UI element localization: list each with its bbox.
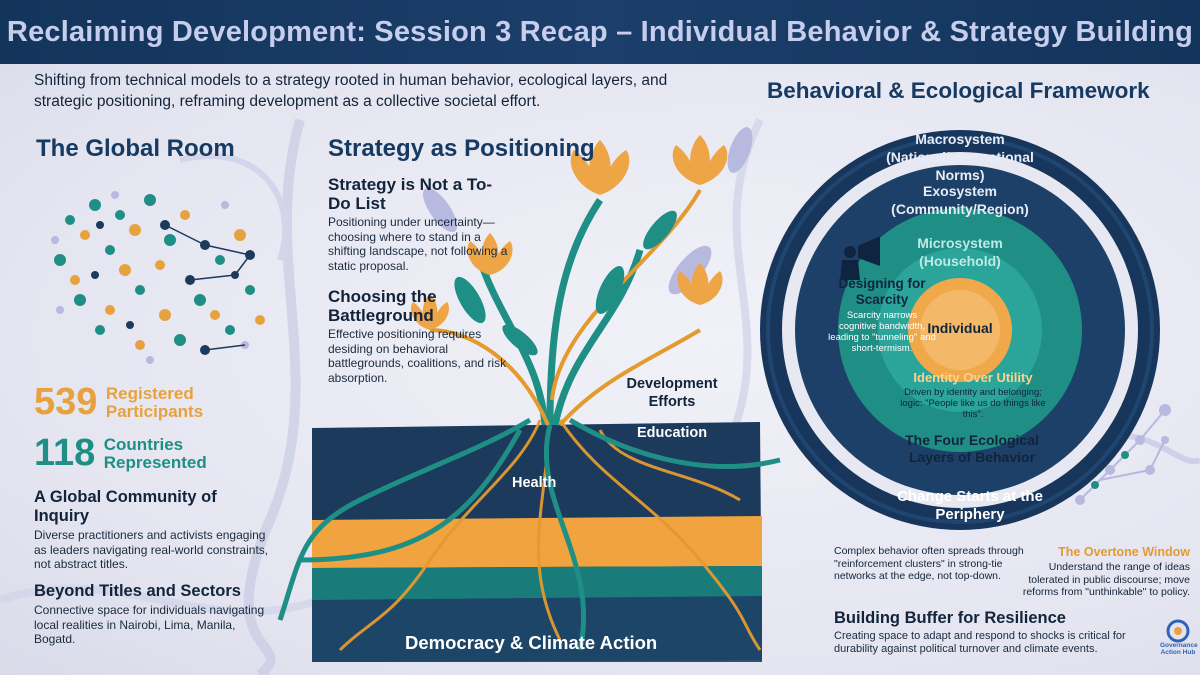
block-title: Designing for Scarcity [838,276,926,307]
stat-participants: 539 Registered Participants [34,381,236,424]
identity-block: Identity Over Utility Driven by identity… [898,370,1048,420]
stat-value: 539 [34,381,98,423]
buffer-block: Building Buffer for Resilience Creating … [834,609,1164,656]
block-body: Diverse practitioners and activists enga… [34,528,269,571]
macrosystem-label: Macrosystem (National/International Norm… [886,131,1034,183]
complex-behavior-text: Complex behavior often spreads through "… [834,545,1024,582]
block-body: Creating space to adapt and respond to s… [834,630,1126,655]
four-layers-label: The Four Ecological Layers of Behavior [905,432,1039,465]
hub-logo: Governance Action Hub [1160,620,1198,656]
logo-text: Governance Action Hub [1160,642,1198,656]
title-banner: Reclaiming Development: Session 3 Recap … [0,0,1200,64]
block-body: Understand the range of ideas tolerated … [1022,561,1190,598]
block-title: Choosing the Battleground [328,287,437,325]
block-title: Identity Over Utility [913,370,1033,385]
global-room-title: The Global Room [36,135,235,162]
microsystem-label: Microsystem (Household) [917,235,1003,269]
intro-text: Shifting from technical models to a stra… [34,72,668,110]
background-artwork [0,118,1200,675]
hub-logo-icon [1166,619,1190,643]
block-body: Driven by identity and belonging; logic:… [900,387,1046,420]
framework-title: Behavioral & Ecological Framework [767,78,1150,103]
scarcity-block: Designing for Scarcity Scarcity narrows … [828,276,936,354]
block-title: Building Buffer for Resilience [834,609,1066,627]
block-title: A Global Community of Inquiry [34,488,217,525]
block-title: Beyond Titles and Sectors [34,582,241,600]
block-body: Effective positioning requires desiding … [328,327,507,385]
development-efforts-label: Development Efforts [626,376,718,410]
block-body: Connective space for individuals navigat… [34,603,265,646]
block-body: Positioning under uncertainty—choosing w… [328,215,508,273]
stat-countries: 118 Countries Represented [34,432,229,475]
strategy-title: Strategy as Positioning [328,135,595,162]
battleground-block: Choosing the Battleground Effective posi… [328,287,518,385]
global-community-block: A Global Community of Inquiry Diverse pr… [34,488,274,572]
health-label: Health [512,475,557,491]
individual-label: Individual [927,320,993,336]
todo-block: Strategy is Not a To-Do List Positioning… [328,175,513,273]
stat-label: Registered Participants [105,383,204,421]
block-body: Scarcity narrows cognitive bandwidth, le… [828,310,936,354]
change-periphery-label: Change Starts at the Periphery [897,488,1043,523]
network-dots-icon [51,191,265,364]
megaphone-person-icon [840,236,880,280]
democracy-label: Democracy & Climate Action [405,632,658,653]
page-title: Reclaiming Development: Session 3 Recap … [6,16,1194,48]
overton-block: The Overtone Window Understand the range… [1010,545,1190,599]
beyond-titles-block: Beyond Titles and Sectors Connective spa… [34,582,279,647]
block-title: Strategy is Not a To-Do List [328,175,493,213]
block-title: The Overtone Window [1058,545,1190,559]
network-cluster-icon [1075,404,1171,505]
soil-block-graphic [312,422,762,662]
stat-value: 118 [34,432,96,474]
stat-label: Countries Represented [103,434,207,472]
education-label: Education [637,425,708,441]
exosystem-label: Exosystem (Community/Region) [891,183,1029,217]
